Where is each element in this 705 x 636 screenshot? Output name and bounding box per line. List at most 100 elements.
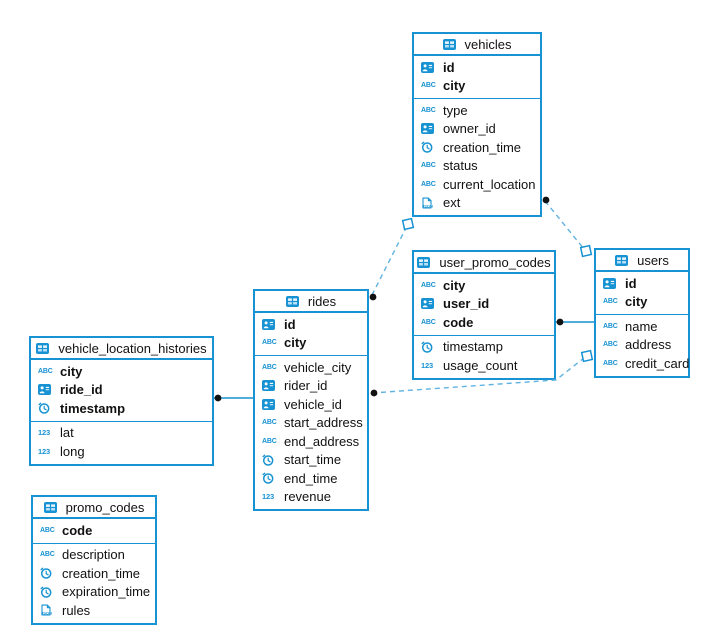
field-name: id	[443, 59, 455, 75]
table-header[interactable]: users	[596, 250, 688, 272]
id-badge-icon	[38, 384, 55, 396]
field-name: creation_time	[443, 139, 522, 155]
field-name: code	[443, 314, 474, 330]
text-abc-icon: ABC	[262, 437, 277, 445]
field-row-creation_time[interactable]: creation_time	[33, 564, 155, 583]
id-badge-icon	[421, 123, 438, 135]
field-row-id[interactable]: id	[255, 315, 367, 334]
table-icon	[417, 256, 434, 268]
table-header[interactable]: vehicles	[414, 34, 540, 56]
field-name: lat	[60, 425, 74, 441]
field-row-user_id[interactable]: user_id	[414, 295, 554, 314]
number-123-icon: 123	[421, 360, 433, 370]
field-row-code[interactable]: ABC code	[33, 521, 155, 540]
field-name: city	[284, 335, 307, 351]
field-name: id	[625, 275, 637, 291]
field-name: ride_id	[60, 382, 103, 398]
text-abc-icon: ABC	[421, 180, 436, 188]
text-abc-icon: ABC	[603, 298, 618, 306]
clock-icon	[38, 402, 55, 414]
table-icon	[36, 342, 53, 354]
field-name: creation_time	[62, 565, 141, 581]
field-name: city	[443, 78, 466, 94]
svg-text:JSON: JSON	[422, 203, 433, 208]
field-row-owner_id[interactable]: owner_id	[414, 120, 540, 139]
field-row-city[interactable]: ABC city	[255, 334, 367, 353]
id-badge-icon	[262, 380, 279, 392]
field-row-end_time[interactable]: end_time	[255, 469, 367, 488]
field-row-creation_time[interactable]: creation_time	[414, 138, 540, 157]
number-123-icon: 123	[262, 492, 274, 501]
field-row-usage_count[interactable]: 123 usage_count	[414, 356, 554, 375]
table-title: vehicle_location_histories	[58, 340, 207, 356]
field-row-id[interactable]: id	[596, 274, 688, 293]
id-badge-icon	[262, 398, 279, 410]
number-123-icon: 123	[38, 428, 50, 437]
table-header[interactable]: user_promo_codes	[414, 252, 554, 274]
field-row-id[interactable]: id	[414, 58, 540, 77]
table-header[interactable]: vehicle_location_histories	[31, 338, 212, 360]
text-abc-icon: ABC	[603, 341, 618, 349]
field-row-code[interactable]: ABC code	[414, 313, 554, 332]
field-row-lat[interactable]: 123 lat	[31, 424, 212, 443]
field-name: usage_count	[443, 357, 518, 373]
clock-icon	[262, 472, 279, 484]
field-row-timestamp[interactable]: timestamp	[414, 338, 554, 357]
clock-icon	[262, 454, 279, 466]
id-badge-icon	[603, 277, 620, 289]
field-name: status	[443, 158, 478, 174]
field-row-timestamp[interactable]: timestamp	[31, 399, 212, 418]
field-name: credit_card	[625, 355, 690, 371]
table-icon	[442, 38, 460, 50]
field-row-vehicle_id[interactable]: vehicle_id	[255, 395, 367, 414]
field-name: code	[62, 522, 93, 538]
table-icon	[615, 254, 632, 266]
field-name: vehicle_city	[284, 359, 352, 375]
field-row-ext[interactable]: JSON ext	[414, 194, 540, 213]
table-header[interactable]: rides	[255, 291, 367, 313]
table-header[interactable]: promo_codes	[33, 497, 155, 519]
text-abc-icon: ABC	[262, 339, 277, 347]
field-row-expiration_time[interactable]: expiration_time	[33, 583, 155, 602]
field-name: start_address	[284, 415, 363, 431]
field-row-start_time[interactable]: start_time	[255, 451, 367, 470]
text-abc-icon: ABC	[421, 318, 436, 326]
field-name: ext	[443, 195, 461, 211]
field-row-ride_id[interactable]: ride_id	[31, 381, 212, 400]
table-icon	[285, 295, 303, 307]
field-row-rider_id[interactable]: rider_id	[255, 377, 367, 396]
text-abc-icon: ABC	[40, 526, 55, 534]
table-title: promo_codes	[65, 499, 145, 515]
json-icon: JSON	[40, 604, 57, 616]
